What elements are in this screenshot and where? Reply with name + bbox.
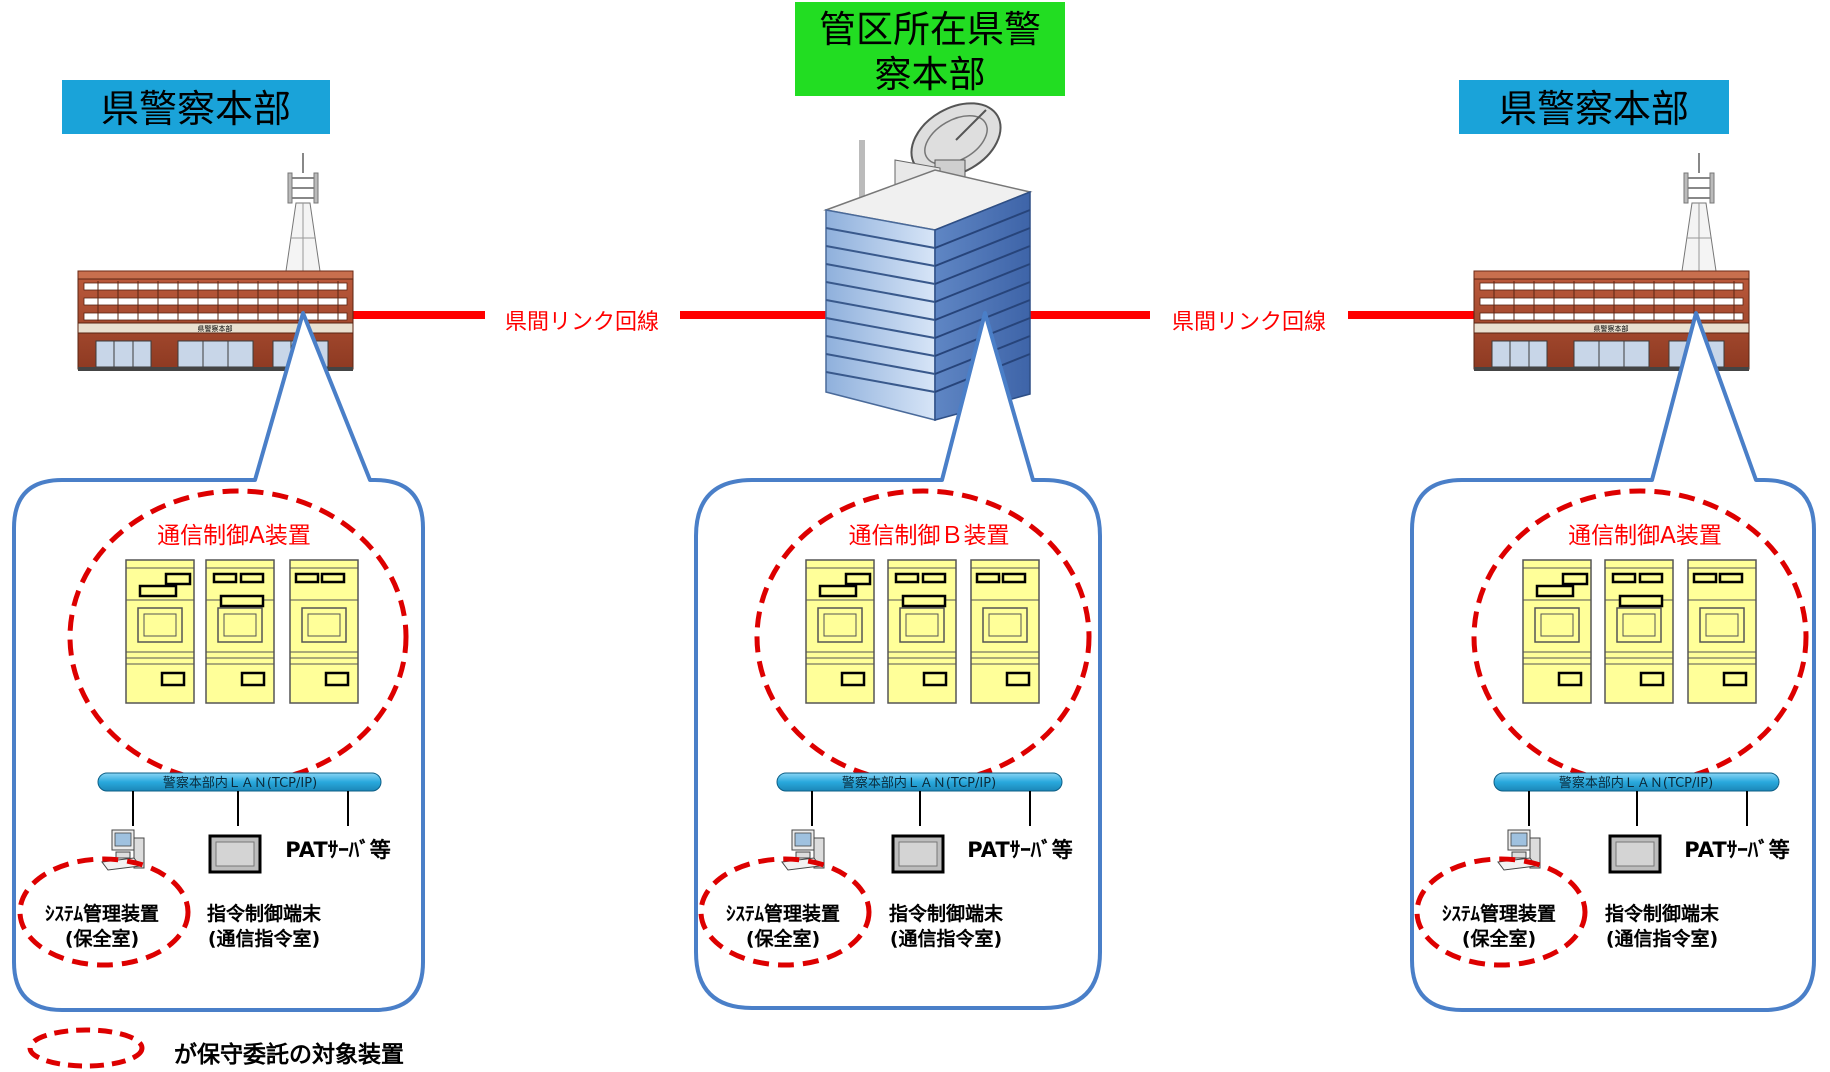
right-lan-bus (1493, 772, 1780, 826)
left-control-equipment (124, 558, 360, 705)
center-control-equipment (804, 558, 1041, 705)
left-equipment-label: 通信制御A装置 (157, 523, 311, 549)
left-pat-server: PATｻｰﾊﾞ等 (285, 838, 390, 862)
center-site-title-box (795, 2, 1065, 96)
right-hq-building-icon: 県警察本部 (1473, 152, 1750, 372)
link-label-right: 県間リンク回線 (1172, 310, 1326, 335)
center-equipment-label: 通信制御Ｂ装置 (849, 523, 1010, 549)
right-building-sign: 県警察本部 (1594, 324, 1629, 333)
center-highrise-building-icon (823, 102, 1033, 421)
center-site-title-line1: 管区所在県警 (819, 8, 1041, 51)
left-cmd-terminal: 指令制御端末 (207, 902, 322, 925)
right-sys-mgmt-room: (保全室) (1462, 927, 1536, 950)
left-target-ellipse-sysmgmt (17, 856, 191, 968)
center-target-ellipse-equipment (754, 488, 1092, 786)
right-cmd-terminal: 指令制御端末 (1605, 902, 1720, 925)
right-site-title: 県警察本部 (1499, 87, 1689, 131)
center-sys-mgmt: ｼｽﾃﾑ管理装置 (726, 902, 840, 925)
center-target-ellipse-sysmgmt (698, 856, 872, 968)
center-terminal-icon (891, 834, 945, 874)
legend-dashed-ellipse-icon (27, 1027, 145, 1069)
center-cmd-room: (通信指令室) (890, 927, 1002, 950)
left-sys-mgmt: ｼｽﾃﾑ管理装置 (45, 902, 159, 925)
center-lan-bus (776, 772, 1063, 826)
center-site: 管区所在県警 察本部 (694, 2, 1102, 1010)
center-site-title-line2: 察本部 (875, 53, 986, 96)
right-cmd-room: (通信指令室) (1606, 927, 1718, 950)
right-control-equipment (1521, 558, 1758, 705)
left-lan-bus (97, 772, 382, 826)
left-building-sign: 県警察本部 (198, 324, 233, 333)
left-site: 県警察本部 県警察本部 通信制御A装置 警察本部内ＬＡＮ(T (12, 80, 425, 1012)
right-target-ellipse-sysmgmt (1414, 856, 1588, 968)
center-pat-server: PATｻｰﾊﾞ等 (967, 838, 1072, 862)
left-hq-building-icon: 県警察本部 (77, 152, 354, 372)
right-lan-label: 警察本部内ＬＡＮ(TCP/IP) (1559, 775, 1713, 791)
legend-text: が保守委託の対象装置 (174, 1041, 404, 1068)
left-terminal-icon (208, 834, 262, 874)
right-terminal-icon (1608, 834, 1662, 874)
center-cmd-terminal: 指令制御端末 (889, 902, 1004, 925)
left-sys-mgmt-room: (保全室) (65, 927, 139, 950)
left-lan-label: 警察本部内ＬＡＮ(TCP/IP) (163, 775, 317, 791)
center-sys-mgmt-room: (保全室) (746, 927, 820, 950)
right-sys-mgmt: ｼｽﾃﾑ管理装置 (1442, 902, 1556, 925)
center-lan-label: 警察本部内ＬＡＮ(TCP/IP) (842, 775, 996, 791)
right-equipment-label: 通信制御A装置 (1568, 523, 1722, 549)
right-site: 県警察本部 県警察本部 通信制御A装置 警察本部内ＬＡＮ(TCP/IP (1410, 80, 1816, 1012)
link-label-left: 県間リンク回線 (505, 310, 659, 335)
left-cmd-room: (通信指令室) (208, 927, 320, 950)
left-site-title-box (62, 80, 330, 134)
left-target-ellipse-equipment (67, 488, 409, 786)
legend: が保守委託の対象装置 (27, 1027, 404, 1069)
right-pat-server: PATｻｰﾊﾞ等 (1684, 838, 1789, 862)
right-site-title-box (1459, 80, 1729, 134)
left-site-title: 県警察本部 (101, 87, 291, 131)
right-target-ellipse-equipment (1471, 488, 1809, 786)
